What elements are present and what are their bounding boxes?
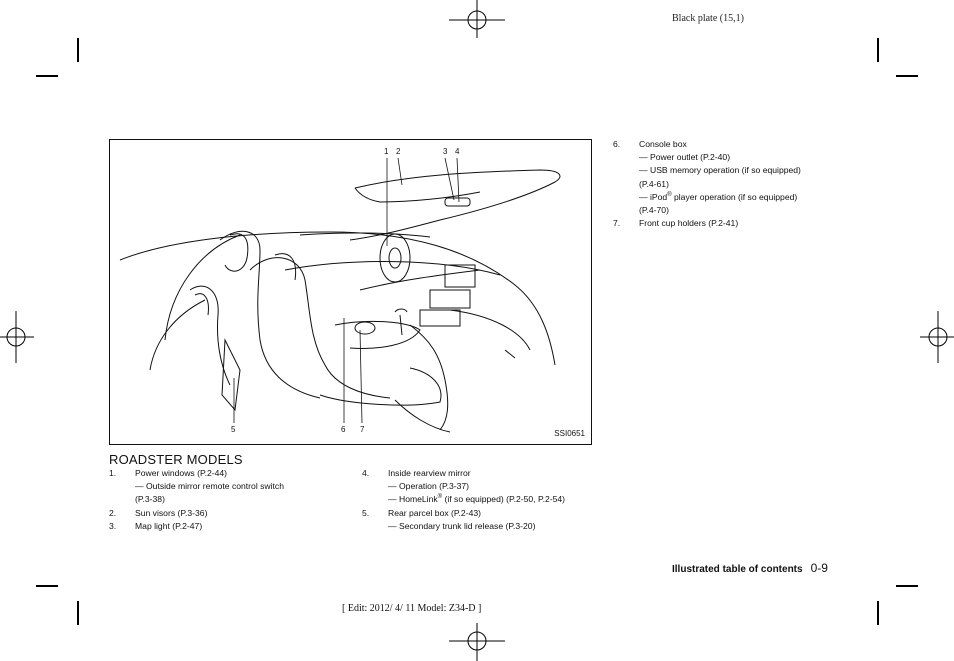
footer-section-title: Illustrated table of contents [672,564,803,575]
list-col3: 6.Console box — Power outlet (P.2-40) — … [613,138,853,230]
callout-4: 4 [455,147,460,156]
callout-5: 5 [231,425,236,434]
page-number: 0-9 [810,561,828,575]
list-item-cont: (P.3-38) [135,494,165,505]
list-item-sub: — Operation (P.3-37) [388,481,470,492]
list-item-cont: (P.4-61) [639,178,669,189]
list-item-sub: — Secondary trunk lid release (P.3-20) [388,520,536,531]
list-item: 7.Front cup holders (P.2-41) [613,218,739,229]
callout-7: 7 [360,425,365,434]
registration-mark-top [449,0,505,38]
list-item: 2.Sun visors (P.3-36) [109,507,208,518]
list-item-sub: — HomeLink® (if so equipped) (P.2-50, P.… [388,494,566,505]
list-item-sub: — iPod® player operation (if so equipped… [639,191,798,202]
list-item: 6.Console box [613,139,687,149]
registration-mark-right [920,311,954,363]
list-col1: 1.Power windows (P.2-44) — Outside mirro… [109,467,339,533]
figure-code: SSI0651 [554,429,585,438]
roadster-interior-illustration [119,157,561,433]
list-item: 3.Map light (P.2-47) [109,520,203,531]
footer-section: Illustrated table of contents 0-9 [672,561,828,575]
registration-mark-left [0,311,34,363]
list-item: 5.Rear parcel box (P.2-43) [362,507,481,518]
list-item: 1.Power windows (P.2-44) [109,468,228,478]
plate-label: Black plate (15,1) [672,13,744,24]
section-title: ROADSTER MODELS [109,452,243,467]
list-item-sub: — Outside mirror remote control switch [135,481,284,492]
list-col2: 4.Inside rearview mirror — Operation (P.… [362,467,602,533]
callout-3: 3 [443,147,448,156]
list-item-sub: — USB memory operation (if so equipped) [639,165,801,176]
registration-mark-bottom [449,623,505,661]
callout-2: 2 [396,147,401,156]
callout-6: 6 [341,425,346,434]
list-item: 4.Inside rearview mirror [362,468,471,478]
list-item-cont: (P.4-70) [639,205,669,216]
footer-edit-line: [ Edit: 2012/ 4/ 11 Model: Z34-D ] [342,603,482,614]
callout-1: 1 [384,147,389,156]
list-item-sub: — Power outlet (P.2-40) [639,152,731,163]
roadster-interior-figure: 1 2 3 4 5 6 7 SSI0651 [109,139,592,445]
